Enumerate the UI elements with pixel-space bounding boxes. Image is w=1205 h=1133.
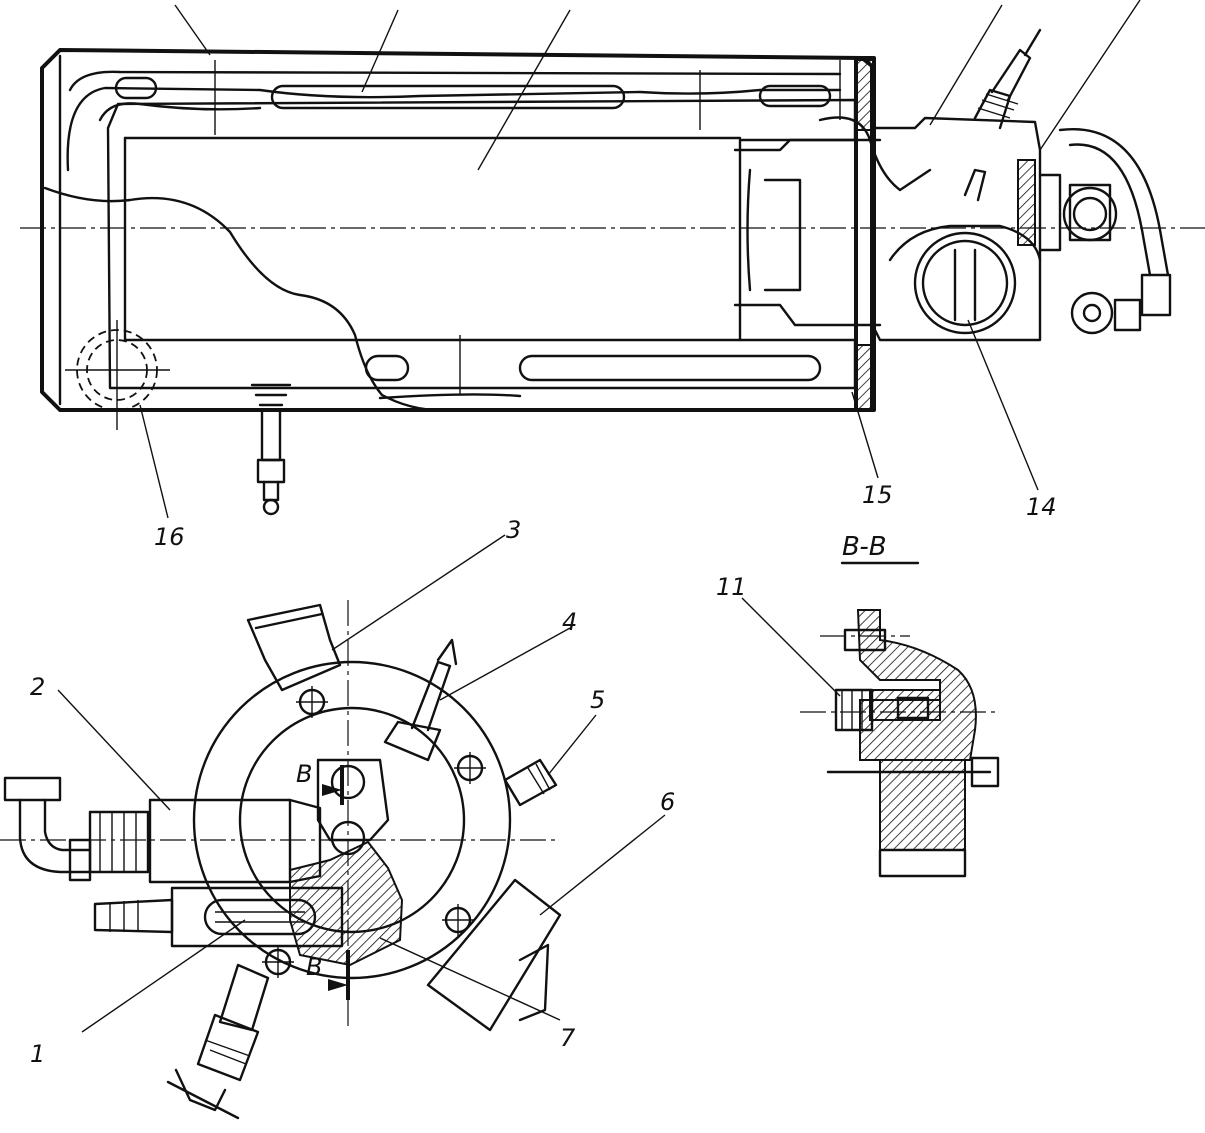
label-14: 14 (1026, 493, 1057, 521)
spark-plug-top (963, 28, 1042, 202)
label-2: 2 (30, 673, 45, 701)
burner-head (872, 116, 1042, 342)
label-3: 3 (506, 516, 521, 544)
label-15: 15 (862, 481, 893, 509)
label-4: 4 (562, 608, 577, 636)
spark-plug-front (383, 720, 442, 762)
longitudinal-view (20, 0, 1205, 519)
section-mark-bottom: B (306, 953, 322, 981)
housing-2 (148, 798, 292, 884)
sectioned-core (289, 840, 404, 967)
section-body (856, 609, 977, 761)
section-title: B-B (842, 532, 887, 562)
label-11: 11 (716, 573, 747, 601)
label-5: 5 (590, 686, 605, 714)
label-7: 7 (560, 1024, 576, 1052)
section-mark-top: B (296, 760, 312, 788)
flange-outer (192, 660, 512, 980)
label-16: 16 (154, 523, 185, 551)
cutaway-edge (43, 186, 442, 412)
nozzle-top (246, 603, 342, 692)
section-bb: B-B (741, 532, 1000, 878)
bottom-nozzle (166, 963, 270, 1120)
inner-liner (106, 98, 857, 390)
bottom-fitting (250, 383, 292, 516)
front-view: B B (0, 534, 666, 1120)
bracket-6 (426, 878, 562, 1032)
label-1: 1 (30, 1040, 45, 1068)
label-6: 6 (660, 788, 675, 816)
